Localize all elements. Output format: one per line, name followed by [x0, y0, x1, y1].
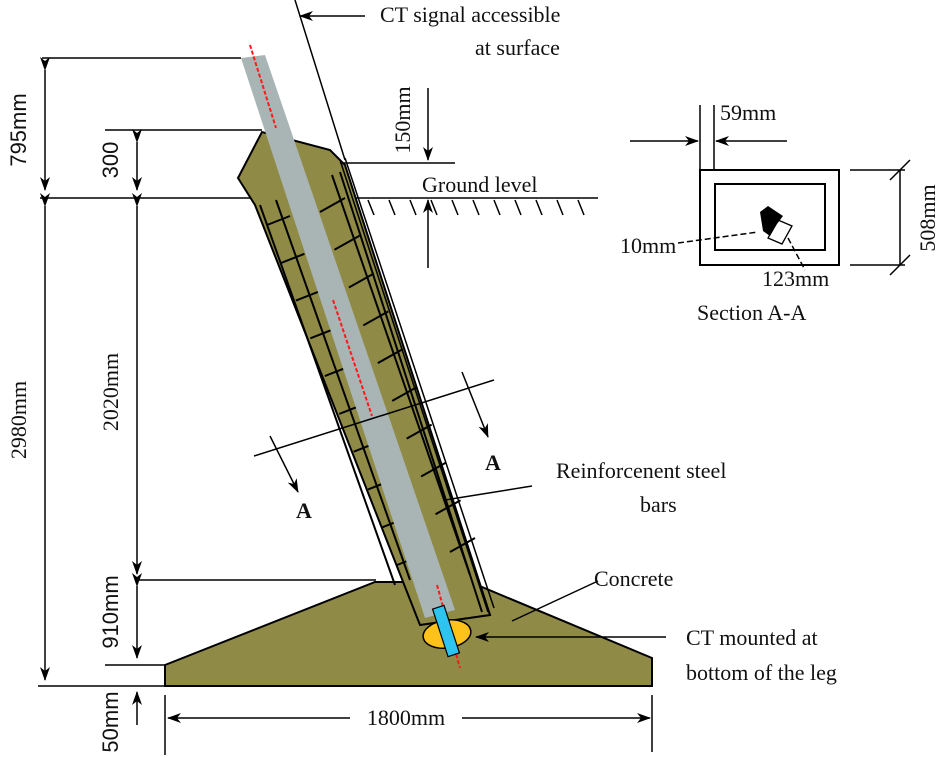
dim-123mm: 123mm: [762, 266, 829, 291]
concrete-label: Concrete: [594, 566, 673, 591]
dim-10mm: 10mm: [620, 233, 676, 258]
ground-level-marker: [340, 88, 598, 268]
dim-59mm: 59mm: [720, 100, 776, 125]
rebar-tie: [449, 537, 476, 553]
section-cut-line: [253, 371, 495, 493]
reinforcement-label-line2: bars: [640, 492, 677, 517]
dim-795mm: 795mm: [6, 93, 31, 166]
rebar-tie: [377, 348, 404, 364]
dimension-lines-left: [38, 57, 653, 755]
dim-1800mm: 1800mm: [367, 705, 445, 730]
rebar-tie: [391, 386, 418, 402]
rebar-tie: [420, 461, 447, 478]
signal-leader-line: [294, 0, 346, 161]
ground-hatch: [388, 199, 396, 216]
dim-50mm: 50mm: [98, 691, 123, 752]
ct-signal-label-line2: at surface: [475, 35, 560, 60]
dim-300: 300: [98, 142, 123, 179]
ground-hatch: [535, 199, 543, 216]
dim-150mm: 150mm: [390, 86, 415, 153]
rebar-tie: [295, 290, 320, 302]
ground-hatch: [367, 199, 375, 216]
reinforcement-cage: [259, 171, 483, 613]
rebar-tie: [266, 215, 291, 226]
ct-mounted-label-line2: bottom of the leg: [686, 660, 837, 685]
rebar-tie: [348, 272, 375, 289]
rebar-tie: [406, 423, 433, 440]
reinforcement-leader: [444, 485, 533, 501]
signal-wire-mid: [332, 299, 373, 417]
dim-508mm: 508mm: [915, 184, 938, 251]
rebar-tie: [435, 499, 462, 516]
steel-tower-leg: [241, 55, 455, 618]
dim-2020mm: 2020mm: [98, 353, 123, 431]
pedestal-edge-line: [344, 157, 495, 609]
reinforcement-label-line1: Reinforcenent steel: [556, 458, 726, 483]
dim-2980mm: 2980mm: [6, 381, 31, 459]
rebar-tie: [281, 252, 305, 264]
ground-hatch: [577, 199, 585, 216]
rebar-tie: [309, 328, 334, 340]
pedestal-edge-line: [339, 159, 489, 613]
ground-hatch: [556, 199, 564, 216]
section-title: Section A-A: [697, 300, 806, 325]
section-a-a-detail: [630, 105, 911, 276]
rebar-tie: [319, 197, 346, 213]
signal-wire-top: [249, 44, 277, 129]
ground-hatch: [493, 199, 501, 216]
concrete-leader: [511, 580, 599, 622]
section-marker-left: A: [296, 498, 312, 523]
ct-body: [431, 604, 461, 658]
ground-hatch: [472, 199, 480, 216]
rebar-tie: [333, 234, 360, 251]
section-marker-right: A: [485, 450, 501, 475]
dim-910mm: 910mm: [98, 575, 123, 648]
ground-level-label: Ground level: [422, 172, 537, 197]
ct-mounted-label-line1: CT mounted at: [686, 625, 818, 650]
ground-hatch: [514, 199, 522, 216]
rebar-tie: [362, 310, 389, 327]
ct-signal-label-line1: CT signal accessible: [380, 2, 560, 27]
ground-hatch: [430, 199, 438, 216]
ground-hatch: [451, 199, 459, 216]
ground-hatch: [409, 199, 417, 216]
